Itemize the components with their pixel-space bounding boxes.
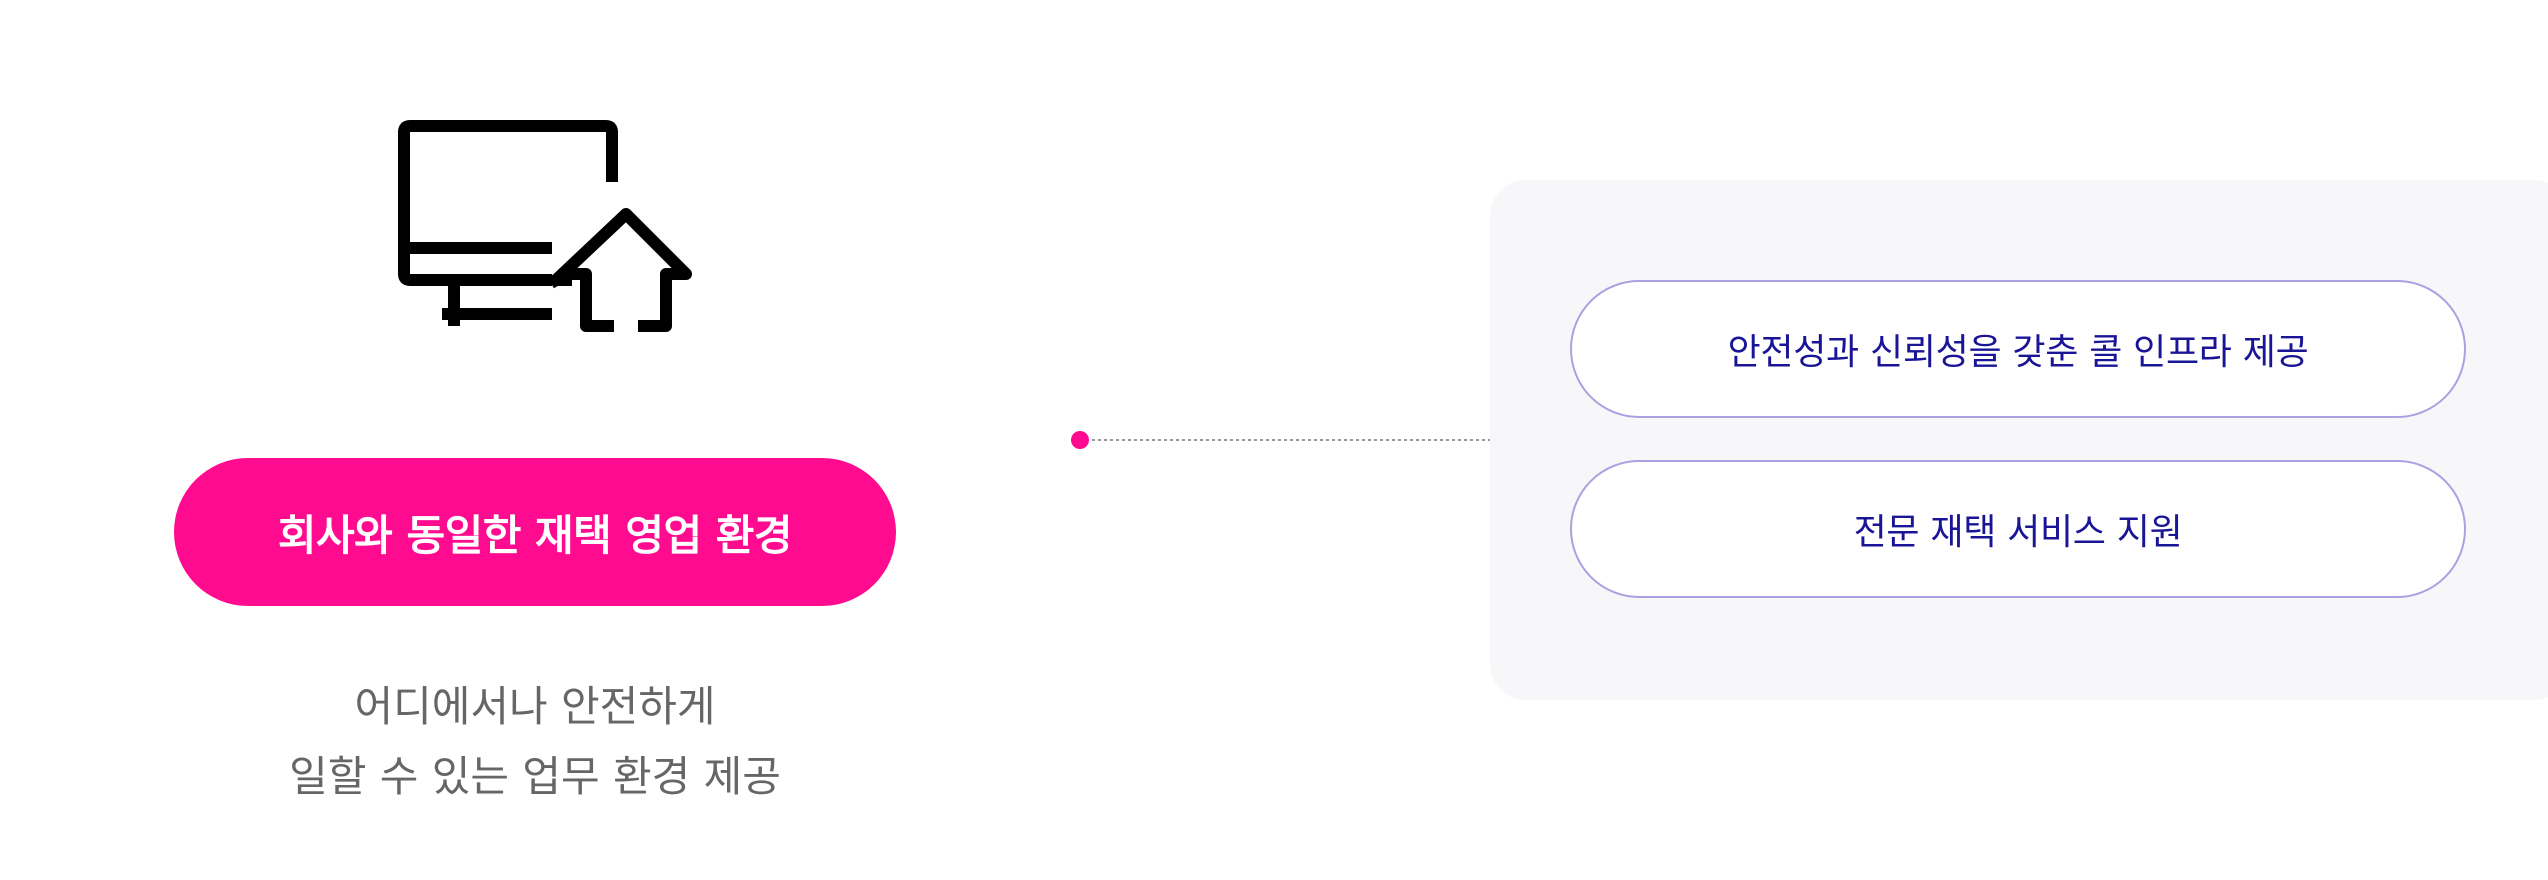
feature-badge: 회사와 동일한 재택 영업 환경	[174, 458, 896, 606]
feature-item-remote-service: 전문 재택 서비스 지원	[1570, 460, 2466, 598]
feature-item-call-infra: 안전성과 신뢰성을 갖춘 콜 인프라 제공	[1570, 280, 2466, 418]
features-panel: 안전성과 신뢰성을 갖춘 콜 인프라 제공 전문 재택 서비스 지원	[1490, 180, 2548, 700]
description-line: 일할 수 있는 업무 환경 제공	[289, 752, 781, 801]
connector-line	[1068, 428, 1492, 452]
description-line: 어디에서나 안전하게	[354, 682, 716, 731]
description: 어디에서나 안전하게 일할 수 있는 업무 환경 제공	[100, 672, 970, 812]
remote-office-icon	[396, 118, 696, 340]
connector-dot	[1071, 431, 1089, 449]
